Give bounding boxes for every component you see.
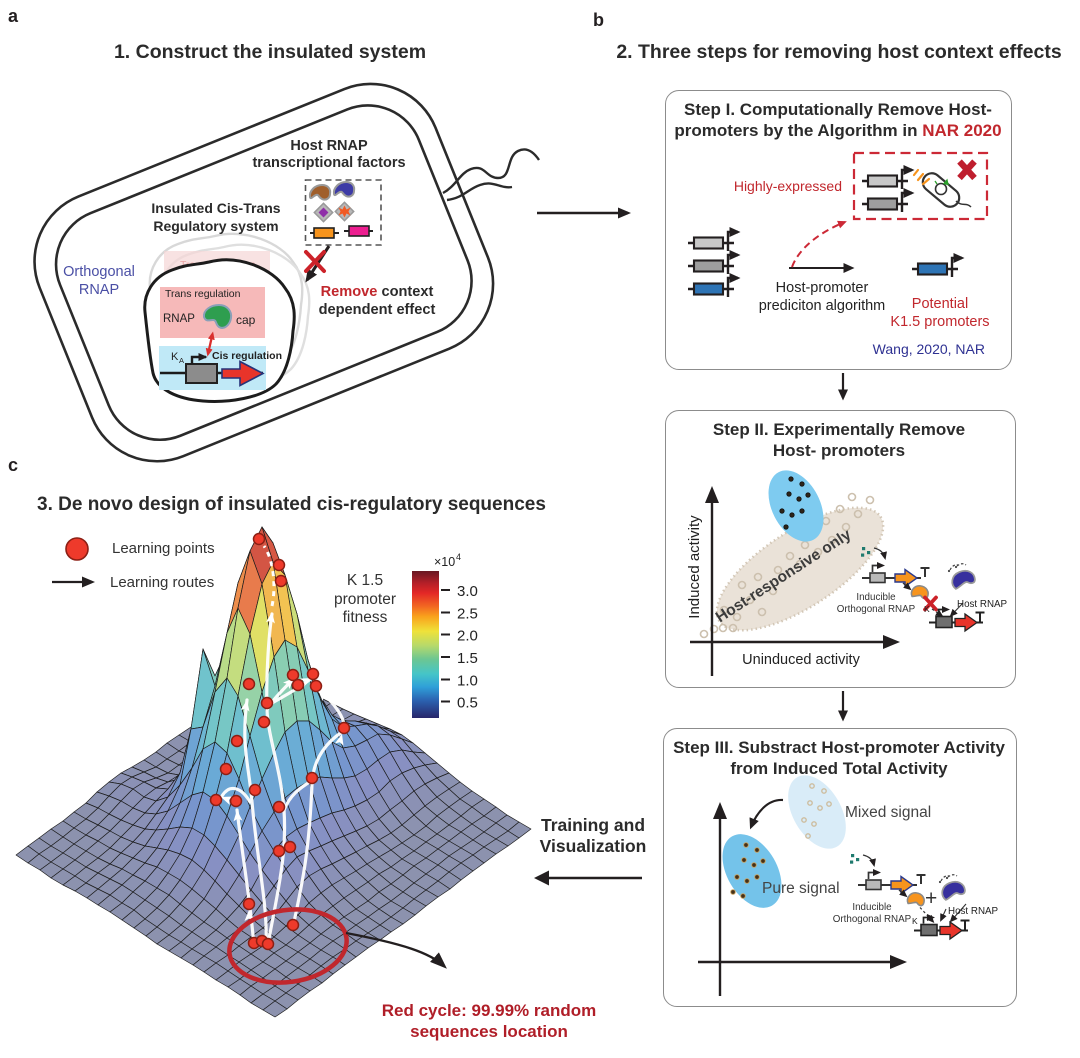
- svg-text:cap: cap: [236, 313, 256, 327]
- svg-text:+: +: [925, 887, 937, 910]
- svg-text:1.5: 1.5: [457, 650, 478, 667]
- svg-text:4: 4: [456, 552, 461, 562]
- svg-text:K: K: [924, 604, 930, 614]
- svg-text:2.5: 2.5: [457, 606, 478, 623]
- svg-text:Induced activity: Induced activity: [686, 515, 703, 619]
- svg-text:A: A: [179, 356, 184, 365]
- svg-text:Trans regulation: Trans regulation: [165, 288, 241, 300]
- svg-text:×10: ×10: [434, 555, 455, 569]
- svg-text:0.5: 0.5: [457, 695, 478, 712]
- svg-text:2.0: 2.0: [457, 628, 478, 645]
- svg-text:1.0: 1.0: [457, 673, 478, 690]
- svg-text:RNAP: RNAP: [163, 313, 195, 325]
- svg-text:K: K: [912, 916, 918, 926]
- svg-text:Cis regulation: Cis regulation: [212, 350, 282, 362]
- svg-text:3.0: 3.0: [457, 583, 478, 600]
- svg-text:K: K: [171, 351, 179, 363]
